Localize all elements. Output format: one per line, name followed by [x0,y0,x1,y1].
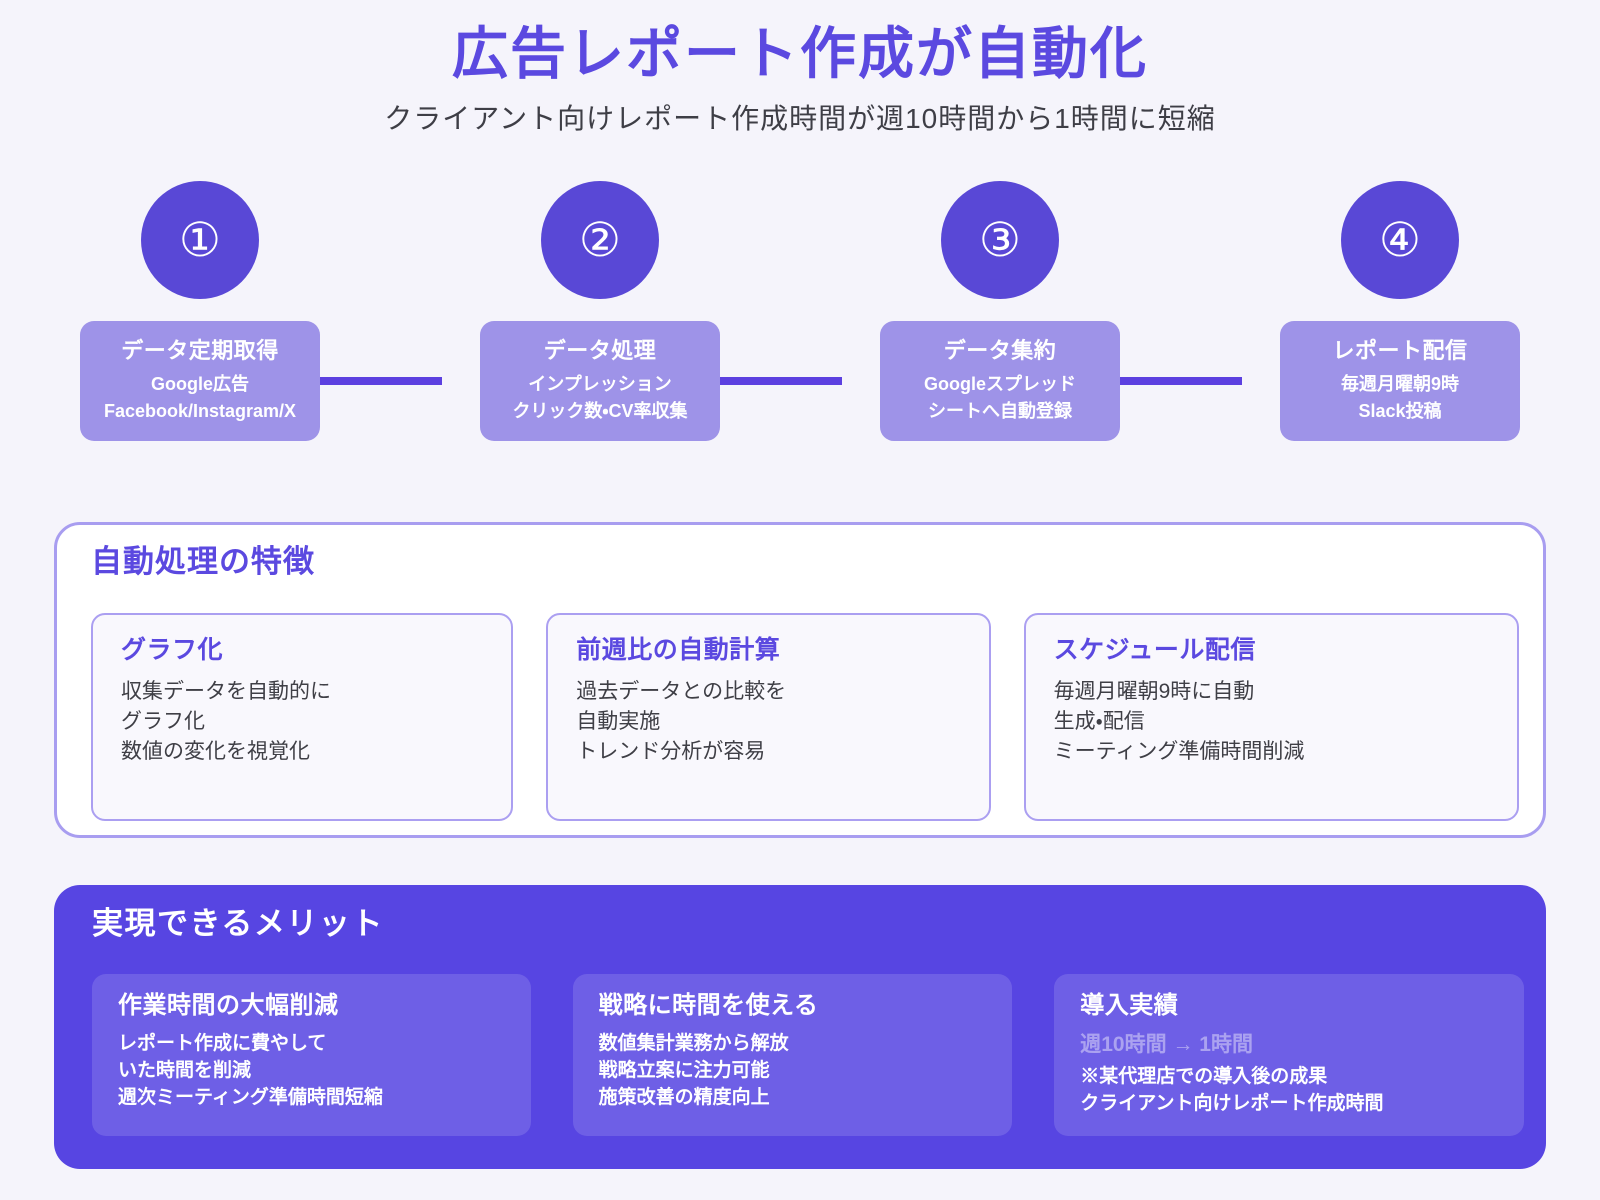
step-2-badge-circle: ② [541,181,659,300]
step-column-2: ② データ処理 インプレッション クリック数・CV率収集 [480,181,842,442]
feature-card-line: 収集データを自動的に [121,679,331,703]
feature-card-wow-calc: 前週比の自動計算 過去データとの比較を 自動実施 トレンド分析が容易 [546,612,991,821]
benefit-card-line: 数値集計業務から解放 [598,1032,789,1054]
step-4-line: 毎週月曜朝9時 [1340,373,1459,394]
feature-card-line: 過去データとの比較を [576,679,787,703]
benefit-card-title: 戦略に時間を使える [598,991,819,1019]
step-1-title: データ定期取得 [121,338,279,364]
benefit-card-line: ※某代理店での導入後の成果 [1080,1065,1328,1087]
feature-card-title: 前週比の自動計算 [576,635,781,664]
benefit-card-results: 導入実績 週10時間 → 1時間 ※某代理店での導入後の成果 クライアント向けレ… [1054,973,1524,1136]
benefit-card-title: 作業時間の大幅削減 [118,991,339,1019]
benefit-card-time-saving: 作業時間の大幅削減 レポート作成に費やして いた時間を削減 週次ミーティング準備… [92,973,531,1136]
features-panel: 自動処理の特徴 グラフ化 収集データを自動的に グラフ化 数値の変化を視覚化 前… [54,522,1546,838]
step-4-badge-circle: ④ [1341,181,1459,300]
feature-card-graph: グラフ化 収集データを自動的に グラフ化 数値の変化を視覚化 [91,612,514,821]
benefit-card-line: レポート作成に費やして [118,1032,327,1054]
benefit-card-line: クライアント向けレポート作成時間 [1080,1092,1384,1114]
step-4-number-icon: ④ [1378,212,1422,268]
feature-card-line: グラフ化 [121,710,205,734]
benefit-card-line: 施策改善の精度向上 [598,1086,770,1108]
step-1-box: データ定期取得 Google広告 Facebook/Instagram/X [80,321,320,442]
page-header: 広告レポート作成が自動化 クライアント向けレポート作成時間が週10時間から1時間… [0,0,1600,137]
feature-card-line: ミーティング準備時間削減 [1053,740,1305,764]
step-4-title: レポート配信 [1332,338,1468,364]
step-3-box: データ集約 Googleスプレッド シートへ自動登録 [880,321,1120,442]
step-3-line: Googleスプレッド [924,373,1076,394]
connector-line [720,377,842,386]
step-3-title: データ集約 [943,338,1057,364]
step-1-badge-circle: ① [141,181,259,300]
step-3-number-icon: ③ [978,212,1022,268]
feature-card-line: 自動実施 [576,710,661,734]
feature-card-title: スケジュール配信 [1053,635,1256,664]
process-steps: ① データ定期取得 Google広告 Facebook/Instagram/X … [0,181,1600,442]
feature-card-title: グラフ化 [121,635,224,664]
step-2-line: クリック数・CV率収集 [512,400,688,421]
connector-line [1120,377,1242,386]
feature-card-line: 数値の変化を視覚化 [121,740,310,764]
benefits-heading: 実現できるメリット [92,905,384,941]
benefits-grid: 作業時間の大幅削減 レポート作成に費やして いた時間を削減 週次ミーティング準備… [92,973,1524,1136]
step-1-number-icon: ① [178,212,222,268]
step-3-badge-circle: ③ [941,181,1059,300]
step-2-number-icon: ② [578,212,622,268]
step-column-4: ④ レポート配信 毎週月曜朝9時 Slack投稿 [1280,181,1520,442]
step-4-box: レポート配信 毎週月曜朝9時 Slack投稿 [1280,321,1520,442]
step-1-line: Facebook/Instagram/X [103,400,297,421]
benefit-card-line: 戦略立案に注力可能 [598,1059,770,1081]
step-2-box: データ処理 インプレッション クリック数・CV率収集 [480,321,720,442]
step-column-1: ① データ定期取得 Google広告 Facebook/Instagram/X [80,181,442,442]
benefits-panel: 実現できるメリット 作業時間の大幅削減 レポート作成に費やして いた時間を削減 … [54,884,1546,1169]
step-4-line: Slack投稿 [1358,400,1442,421]
benefit-card-strategy: 戦略に時間を使える 数値集計業務から解放 戦略立案に注力可能 施策改善の精度向上 [572,973,1013,1136]
connector-line [320,377,442,386]
feature-card-schedule: スケジュール配信 毎週月曜朝9時に自動 生成・配信 ミーティング準備時間削減 [1023,612,1519,821]
page-subtitle: クライアント向けレポート作成時間が週10時間から1時間に短縮 [384,103,1216,135]
benefit-card-line: いた時間を削減 [118,1059,252,1081]
feature-card-line: トレンド分析が容易 [576,740,766,764]
page-title: 広告レポート作成が自動化 [452,22,1148,85]
features-heading: 自動処理の特徴 [91,544,315,580]
step-3-line: シートへ自動登録 [928,400,1072,421]
step-2-title: データ処理 [543,338,657,364]
step-1-line: Google広告 [151,373,249,394]
feature-card-line: 毎週月曜朝9時に自動 [1053,679,1255,703]
feature-card-line: 生成・配信 [1053,710,1145,734]
benefit-metric-highlight: 週10時間 → 1時間 [1080,1032,1253,1056]
benefit-card-line: 週次ミーティング準備時間短縮 [118,1086,383,1108]
step-column-3: ③ データ集約 Googleスプレッド シートへ自動登録 [880,181,1242,442]
step-2-line: インプレッション [528,373,672,394]
features-grid: グラフ化 収集データを自動的に グラフ化 数値の変化を視覚化 前週比の自動計算 … [91,612,1519,821]
benefit-card-title: 導入実績 [1080,991,1179,1019]
